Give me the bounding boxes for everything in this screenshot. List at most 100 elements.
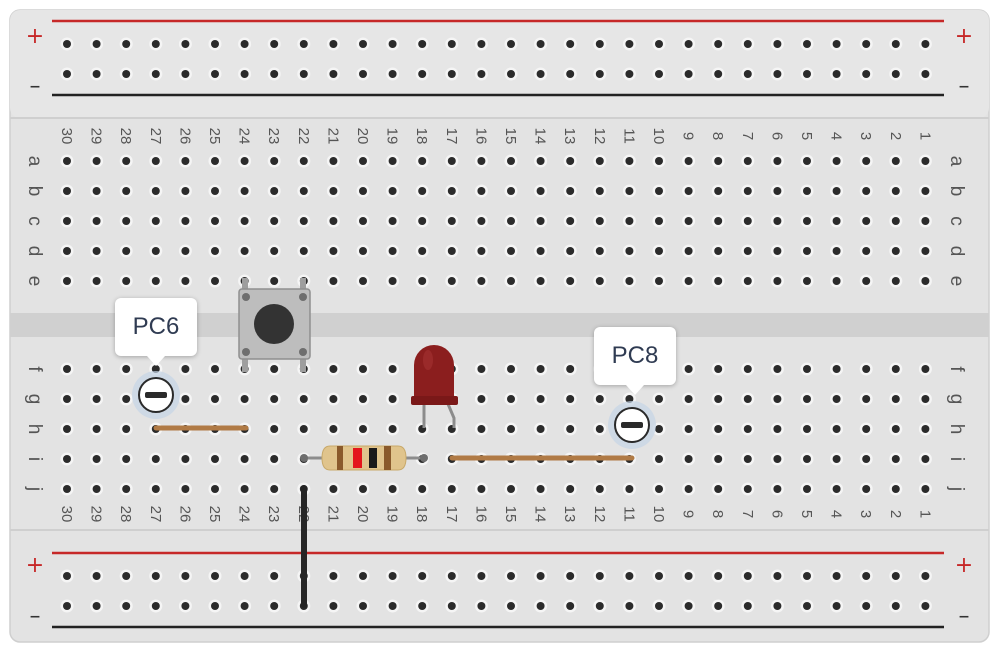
rail-hole[interactable] [474, 599, 488, 613]
terminal-hole[interactable] [918, 362, 932, 376]
resistor[interactable] [300, 445, 428, 471]
rail-hole[interactable] [830, 67, 844, 81]
rail-hole[interactable] [889, 37, 903, 51]
terminal-hole[interactable] [415, 184, 429, 198]
terminal-hole[interactable] [682, 422, 696, 436]
terminal-hole[interactable] [90, 362, 104, 376]
terminal-hole[interactable] [652, 274, 666, 288]
terminal-hole[interactable] [770, 244, 784, 258]
terminal-hole[interactable] [326, 482, 340, 496]
terminal-hole[interactable] [800, 422, 814, 436]
rail-hole[interactable] [889, 599, 903, 613]
terminal-hole[interactable] [445, 214, 459, 228]
terminal-hole[interactable] [60, 482, 74, 496]
terminal-hole[interactable] [504, 244, 518, 258]
terminal-hole[interactable] [711, 362, 725, 376]
terminal-hole[interactable] [830, 482, 844, 496]
terminal-hole[interactable] [770, 362, 784, 376]
terminal-hole[interactable] [267, 244, 281, 258]
terminal-hole[interactable] [918, 482, 932, 496]
terminal-hole[interactable] [652, 452, 666, 466]
terminal-hole[interactable] [593, 214, 607, 228]
rail-hole[interactable] [90, 569, 104, 583]
rail-hole[interactable] [474, 37, 488, 51]
terminal-hole[interactable] [504, 422, 518, 436]
terminal-hole[interactable] [178, 452, 192, 466]
rail-hole[interactable] [800, 569, 814, 583]
rail-hole[interactable] [415, 569, 429, 583]
rail-hole[interactable] [386, 569, 400, 583]
terminal-hole[interactable] [267, 214, 281, 228]
terminal-hole[interactable] [741, 482, 755, 496]
rail-hole[interactable] [356, 599, 370, 613]
terminal-hole[interactable] [238, 452, 252, 466]
terminal-hole[interactable] [178, 244, 192, 258]
terminal-hole[interactable] [356, 362, 370, 376]
terminal-hole[interactable] [119, 422, 133, 436]
push-button[interactable] [238, 278, 311, 372]
terminal-hole[interactable] [474, 244, 488, 258]
terminal-hole[interactable] [563, 482, 577, 496]
terminal-hole[interactable] [119, 452, 133, 466]
terminal-hole[interactable] [741, 154, 755, 168]
rail-hole[interactable] [119, 569, 133, 583]
terminal-hole[interactable] [356, 482, 370, 496]
terminal-hole[interactable] [60, 244, 74, 258]
terminal-hole[interactable] [504, 362, 518, 376]
rail-hole[interactable] [563, 569, 577, 583]
terminal-hole[interactable] [267, 392, 281, 406]
terminal-hole[interactable] [119, 392, 133, 406]
rail-hole[interactable] [534, 569, 548, 583]
terminal-hole[interactable] [918, 184, 932, 198]
terminal-hole[interactable] [267, 184, 281, 198]
terminal-hole[interactable] [593, 154, 607, 168]
rail-hole[interactable] [800, 599, 814, 613]
terminal-hole[interactable] [859, 482, 873, 496]
terminal-hole[interactable] [415, 422, 429, 436]
rail-hole[interactable] [178, 37, 192, 51]
terminal-hole[interactable] [238, 482, 252, 496]
terminal-hole[interactable] [682, 452, 696, 466]
terminal-hole[interactable] [60, 214, 74, 228]
terminal-hole[interactable] [356, 184, 370, 198]
terminal-hole[interactable] [474, 362, 488, 376]
terminal-hole[interactable] [534, 154, 548, 168]
terminal-hole[interactable] [918, 452, 932, 466]
terminal-hole[interactable] [563, 154, 577, 168]
rail-hole[interactable] [682, 599, 696, 613]
rail-hole[interactable] [149, 67, 163, 81]
terminal-hole[interactable] [800, 392, 814, 406]
rail-hole[interactable] [297, 67, 311, 81]
terminal-hole[interactable] [267, 362, 281, 376]
rail-hole[interactable] [859, 569, 873, 583]
terminal-hole[interactable] [652, 392, 666, 406]
rail-hole[interactable] [90, 67, 104, 81]
rail-hole[interactable] [534, 599, 548, 613]
terminal-hole[interactable] [918, 274, 932, 288]
terminal-hole[interactable] [267, 274, 281, 288]
terminal-hole[interactable] [800, 154, 814, 168]
terminal-hole[interactable] [918, 392, 932, 406]
terminal-hole[interactable] [770, 214, 784, 228]
terminal-hole[interactable] [534, 362, 548, 376]
terminal-hole[interactable] [415, 154, 429, 168]
red-led[interactable] [411, 345, 458, 428]
rail-hole[interactable] [267, 37, 281, 51]
terminal-hole[interactable] [119, 362, 133, 376]
terminal-hole[interactable] [267, 482, 281, 496]
terminal-hole[interactable] [415, 214, 429, 228]
rail-hole[interactable] [386, 37, 400, 51]
terminal-hole[interactable] [386, 362, 400, 376]
terminal-hole[interactable] [918, 214, 932, 228]
rail-hole[interactable] [90, 599, 104, 613]
terminal-hole[interactable] [741, 452, 755, 466]
terminal-hole[interactable] [386, 392, 400, 406]
terminal-hole[interactable] [889, 392, 903, 406]
terminal-hole[interactable] [859, 452, 873, 466]
rail-hole[interactable] [652, 67, 666, 81]
rail-hole[interactable] [326, 37, 340, 51]
terminal-hole[interactable] [770, 452, 784, 466]
terminal-hole[interactable] [741, 184, 755, 198]
terminal-hole[interactable] [297, 184, 311, 198]
rail-hole[interactable] [326, 569, 340, 583]
